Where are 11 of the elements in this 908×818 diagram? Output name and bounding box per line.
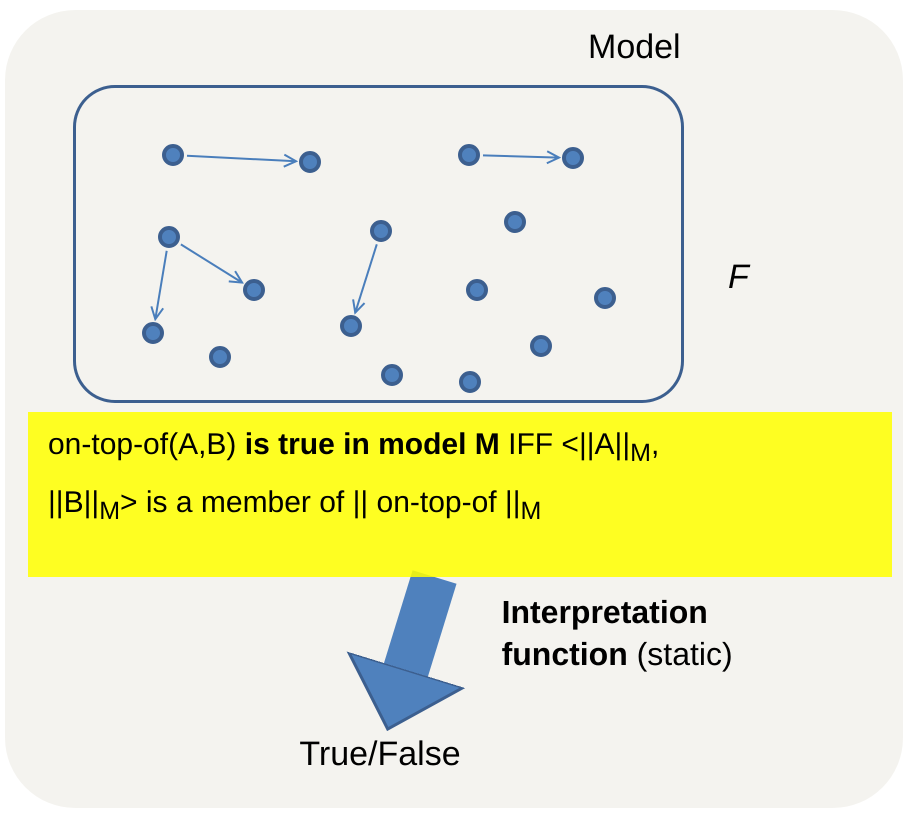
- edge-label: Interpretation function (static): [502, 593, 734, 674]
- arrow: [482, 150, 560, 164]
- arrow: [150, 250, 168, 320]
- function-symbol: F: [728, 258, 749, 297]
- highlight-box: [28, 412, 892, 577]
- arrow: [180, 244, 244, 284]
- result-text: True/False: [290, 730, 470, 778]
- arrow: [352, 244, 378, 314]
- arrow: [186, 154, 298, 168]
- statement-text: on-top-of(A,B) is true in model M IFF <||A||$_{M}$, ||B||$_{M}$> is a member of || on-top-of ||$_{M}$: [48, 427, 660, 527]
- box-heading: Model: [588, 28, 681, 67]
